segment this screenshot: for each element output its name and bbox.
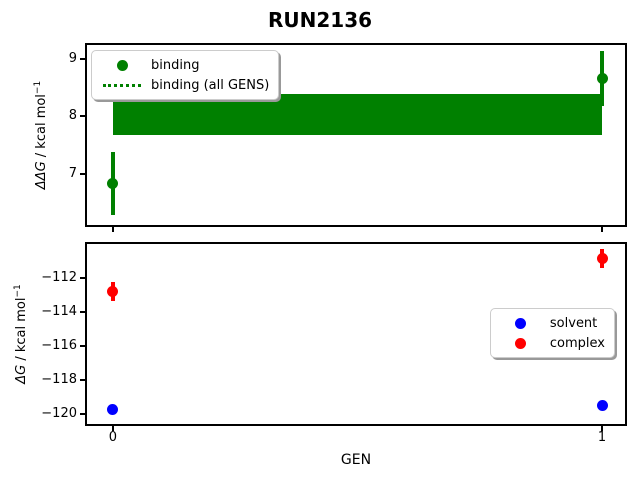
y-tick-label: 8 — [68, 108, 77, 124]
legend-label: solvent — [549, 315, 598, 331]
ylabel-math: ΔG — [14, 364, 30, 384]
y-tick-mark — [80, 412, 85, 415]
complex-marker-icon — [515, 337, 527, 349]
data-point-solvent — [596, 399, 608, 411]
ylabel-exponent: −1 — [12, 284, 23, 298]
y-tick-label: −114 — [41, 303, 77, 319]
upper-plot-binding: ΔΔG / kcal mol−1 binding binding (all GE… — [33, 43, 627, 232]
lower-legend: solvent complex — [489, 308, 615, 358]
upper-y-axis-label: ΔΔG / kcal mol−1 — [33, 81, 49, 189]
x-tick-mark — [111, 227, 114, 232]
legend-handle — [101, 59, 143, 71]
legend-label: binding — [151, 57, 200, 73]
y-tick-label: −120 — [41, 405, 77, 421]
legend-item-solvent: solvent — [500, 313, 605, 333]
y-tick-label: −112 — [41, 269, 77, 285]
ylabel-exponent: −1 — [32, 80, 43, 95]
x-tick-mark — [601, 227, 603, 232]
lower-y-axis-label: ΔG / kcal mol−1 — [13, 284, 29, 384]
data-point-solvent — [107, 404, 119, 416]
y-tick-mark — [80, 378, 85, 381]
data-point-complex — [107, 286, 119, 298]
lower-plot-components: ΔG / kcal mol−1 GEN solvent complex −112… — [13, 242, 627, 468]
legend-item-complex: complex — [500, 333, 605, 353]
data-point-binding — [107, 178, 119, 190]
legend-item-binding-all-gens: binding (all GENS) — [101, 75, 269, 95]
legend-item-binding: binding — [101, 55, 269, 75]
x-tick-mark — [111, 426, 114, 431]
y-tick-mark — [80, 115, 85, 118]
legend-label: binding (all GENS) — [151, 77, 270, 93]
legend-handle — [101, 83, 143, 87]
legend-handle — [500, 317, 542, 329]
y-tick-mark — [80, 276, 85, 279]
y-tick-mark — [80, 58, 85, 61]
y-tick-label: 9 — [68, 51, 77, 67]
y-tick-mark — [80, 172, 85, 175]
x-tick-label: 0 — [108, 430, 118, 445]
legend-label: complex — [549, 335, 605, 351]
binding-marker-icon — [116, 59, 128, 71]
x-tick-label: 1 — [597, 430, 607, 445]
dotted-line-icon — [103, 83, 141, 87]
solvent-marker-icon — [515, 317, 527, 329]
y-tick-label: −116 — [41, 337, 77, 353]
data-point-binding — [596, 73, 608, 85]
data-point-complex — [596, 252, 608, 264]
upper-legend: binding binding (all GENS) — [91, 50, 280, 100]
y-tick-label: −118 — [41, 371, 77, 387]
x-axis-label: GEN — [340, 452, 372, 468]
y-tick-mark — [80, 310, 85, 313]
ylabel-units: / kcal mol — [14, 297, 30, 365]
y-tick-label: 7 — [68, 165, 77, 181]
legend-handle — [500, 337, 542, 349]
ylabel-units: / kcal mol — [34, 94, 50, 162]
y-tick-mark — [80, 344, 85, 347]
ylabel-math: ΔΔG — [34, 161, 50, 190]
x-tick-mark — [601, 426, 603, 431]
figure-title: RUN2136 — [267, 8, 373, 32]
uncertainty-band-binding-all-GENS- — [112, 93, 602, 136]
